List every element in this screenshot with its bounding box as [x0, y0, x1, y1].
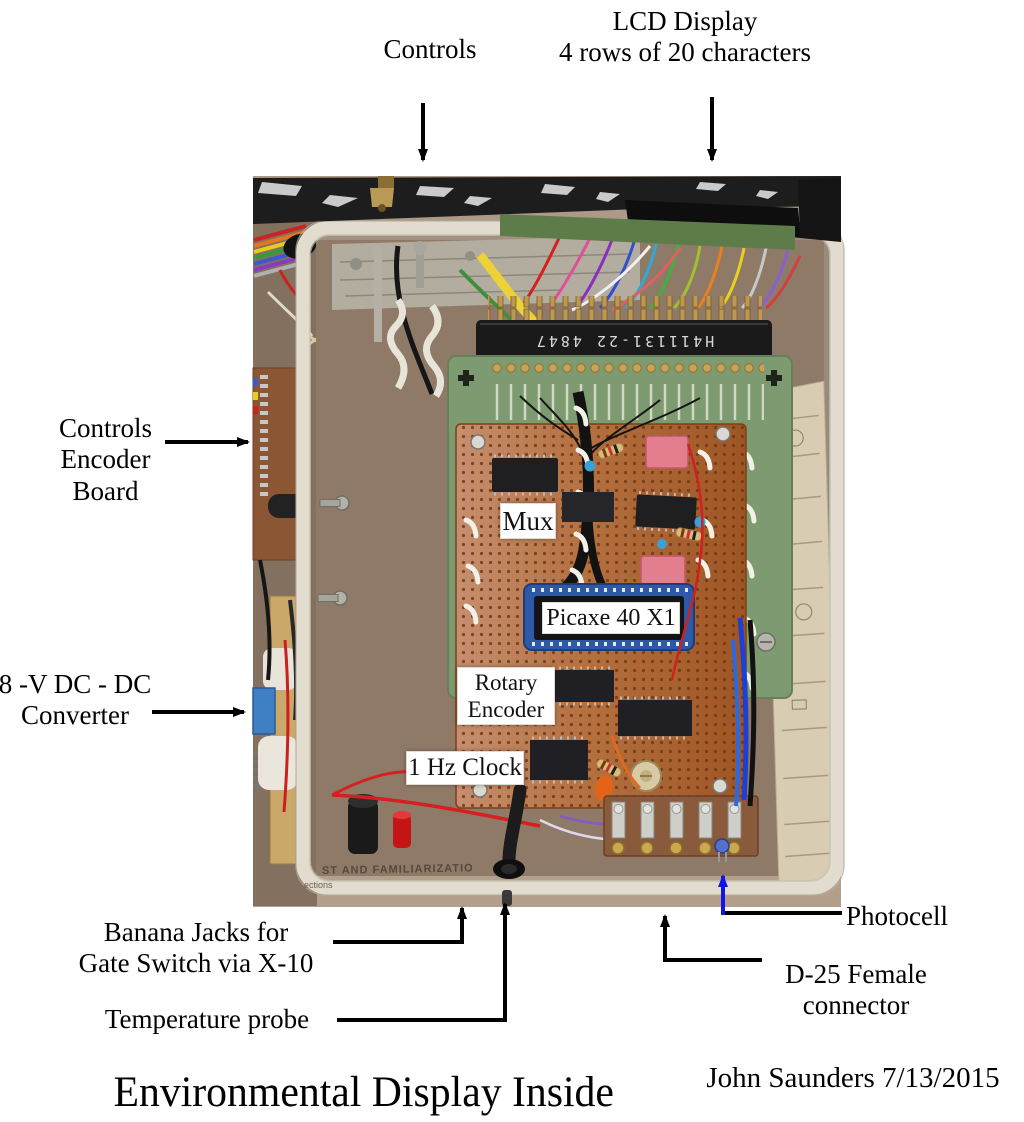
blue-capacitor — [584, 460, 596, 472]
d25-label-line2: connector — [802, 990, 910, 1021]
relay-pink-2 — [640, 555, 686, 591]
enclosure-print-text: ST AND FAMILIARIZATIO — [322, 862, 474, 877]
dcdc-converter-label: 8 -V DC - DC Converter — [0, 669, 164, 732]
lcd-label: LCD Display 4 rows of 20 characters — [540, 6, 830, 69]
blue-capacitor — [657, 539, 667, 549]
controls-label: Controls — [383, 34, 477, 64]
ribbon-cable — [253, 224, 307, 278]
dcdc-label-line2: Converter — [21, 700, 129, 731]
relay-pink-1 — [645, 435, 689, 469]
banana-jacks-arrow — [333, 906, 467, 944]
rotary-sticker-line2: Encoder — [467, 697, 545, 722]
paint-scratches — [258, 182, 778, 207]
ic-chip — [618, 696, 692, 740]
ic-chip — [530, 736, 588, 784]
photo: H411131-22 4847 — [252, 176, 845, 907]
front-panel — [253, 176, 841, 250]
temperature-probe-label: Temperature probe — [104, 1004, 310, 1034]
aluminum-bracket — [332, 236, 640, 342]
mux-chip — [492, 454, 558, 496]
picaxe-sticker: Picaxe 40 X1 — [542, 602, 680, 634]
banana-jacks-label: Banana Jacks for Gate Switch via X-10 — [70, 917, 322, 980]
enclosure-print-text-2: ections — [304, 880, 333, 890]
encoder-label-line2: Encoder — [60, 444, 151, 475]
ic-chip — [562, 492, 614, 522]
cardboard-background — [253, 176, 841, 907]
brass-connector — [370, 176, 394, 212]
enclosure-interior: H411131-22 4847 — [316, 235, 840, 886]
temperature-probe-cable — [493, 783, 527, 879]
edge-connector: H411131-22 4847 — [476, 296, 772, 360]
controls-encoder-board-label: Controls Encoder Board — [33, 413, 178, 507]
black-cylinder-component — [268, 494, 306, 518]
banana-label-line1: Banana Jacks for — [103, 917, 289, 947]
page-title: Environmental Display Inside — [113, 1069, 614, 1116]
encoder-label-line1: Controls — [58, 413, 152, 443]
lcd-pcb-edge — [500, 214, 795, 250]
lcd-label-line1: LCD Display — [612, 6, 758, 36]
ic-chip — [550, 666, 614, 706]
banana-label-line2: Gate Switch via X-10 — [78, 948, 314, 979]
rotary-encoder-sticker: Rotary Encoder — [457, 667, 555, 725]
left-exterior-area — [252, 214, 331, 906]
heatsink — [253, 748, 273, 788]
trimmer-pot — [630, 760, 662, 792]
annotation-arrows — [152, 97, 842, 1022]
pcb-cross-mark-left — [458, 370, 474, 386]
rotary-sticker-line1: Rotary — [474, 670, 538, 695]
d25-label-line1: D-25 Female — [785, 959, 927, 989]
temperature-probe-arrow — [337, 902, 510, 1022]
photocell-component — [714, 838, 730, 862]
dc-dc-converter-module — [252, 687, 276, 735]
perfboard — [455, 390, 747, 809]
mux-sticker: Mux — [500, 503, 556, 539]
d25-arrow — [660, 914, 762, 962]
clock-sticker: 1 Hz Clock — [406, 751, 524, 785]
orange-capacitor — [594, 775, 614, 801]
lcd-bezel — [625, 200, 801, 238]
dcdc-label-line1: 8 -V DC - DC — [0, 669, 152, 699]
bottom-interior — [331, 617, 759, 879]
black-wire-bundle — [556, 390, 595, 597]
plywood-board-edge — [269, 595, 297, 865]
lcd-label-line2: 4 rows of 20 characters — [559, 37, 811, 68]
white-standoff-1 — [263, 648, 297, 690]
wire-harness — [387, 235, 802, 398]
terminal-strip — [603, 795, 759, 857]
instruction-paper — [763, 380, 840, 886]
blue-wire — [737, 617, 749, 801]
ic-chip — [635, 491, 697, 533]
connector-marking-text: H411131-22 4847 — [534, 332, 714, 350]
controls-encoder-board — [252, 367, 302, 561]
pcb-cross-mark-right — [766, 370, 782, 386]
encoder-label-line3: Board — [72, 475, 139, 506]
enclosure-wall: ST AND FAMILIARIZATIO ections — [295, 220, 845, 896]
white-standoff-2 — [258, 736, 298, 790]
probe-tip — [502, 890, 512, 906]
d25-connector-label: D-25 Female connector — [772, 959, 940, 1022]
twine-tie — [299, 328, 331, 352]
black-capacitor — [283, 233, 317, 259]
photocell-label: Photocell — [846, 901, 948, 931]
credit-text: John Saunders 7/13/2015 — [706, 1062, 1000, 1094]
pcb-finger-column — [716, 434, 732, 692]
banana-jacks — [348, 794, 411, 854]
blue-capacitor — [694, 516, 706, 528]
